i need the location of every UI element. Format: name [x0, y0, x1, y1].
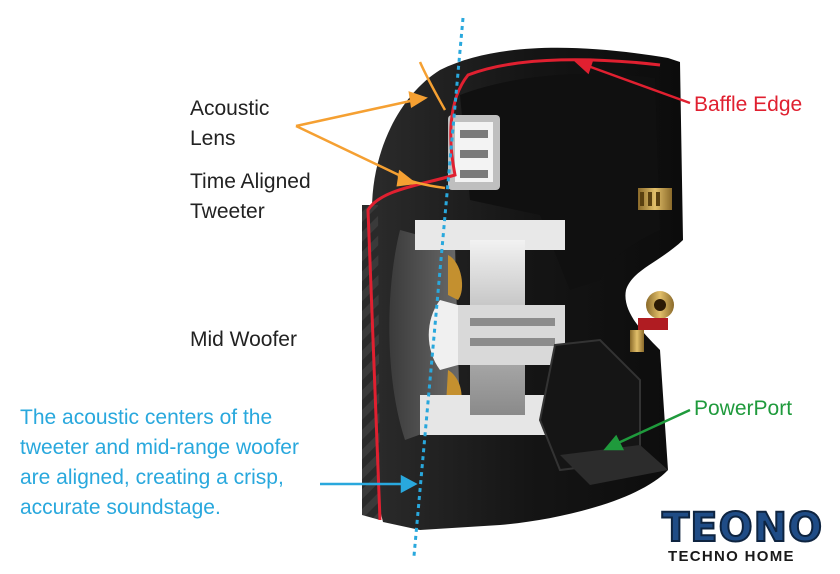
- acoustic-lens-callout: [295, 61, 447, 190]
- powerport-callout: [603, 408, 691, 451]
- woofer-surround: [448, 255, 463, 300]
- acoustic-lens-line2: Lens: [190, 127, 236, 150]
- note-line3: are aligned, creating a crisp,: [20, 466, 284, 489]
- tweeter-label-line2: Tweeter: [190, 200, 265, 223]
- dust-cap: [428, 300, 458, 370]
- acoustic-center-note: The acoustic centers of the tweeter and …: [20, 403, 299, 523]
- note-line4: accurate soundstage.: [20, 496, 221, 519]
- note-line1: The acoustic centers of the: [20, 406, 273, 429]
- techno-home-tagline: TECHNO HOME: [668, 548, 795, 565]
- teono-logo: TEONO: [661, 505, 824, 551]
- time-aligned-tweeter-label: Time Aligned Tweeter: [190, 167, 311, 227]
- tweeter-driver: [448, 115, 500, 190]
- pole-slot: [470, 318, 555, 326]
- woofer-pole: [455, 305, 565, 365]
- note-line2: tweeter and mid-range woofer: [20, 436, 299, 459]
- acoustic-lens-line1: Acoustic: [190, 97, 270, 120]
- crossover-terminal: [638, 188, 672, 210]
- inner-cavity: [460, 73, 660, 290]
- acoustic-center-callout: [320, 474, 418, 494]
- powerport-label: PowerPort: [694, 397, 793, 420]
- pole-slot-2: [470, 338, 555, 346]
- mid-woofer-label: Mid Woofer: [190, 328, 297, 351]
- speaker-cutaway: [362, 47, 683, 531]
- port-opening: [560, 445, 668, 485]
- acoustic-lens-label: Acoustic Lens: [190, 94, 269, 154]
- baffle-edge-callout: [574, 58, 691, 105]
- baffle-edge-label: Baffle Edge: [694, 93, 803, 116]
- woofer-cone: [389, 230, 460, 440]
- tweeter-label-line1: Time Aligned: [190, 170, 311, 193]
- binding-post: [630, 291, 674, 352]
- acoustic-axis: [412, 17, 465, 557]
